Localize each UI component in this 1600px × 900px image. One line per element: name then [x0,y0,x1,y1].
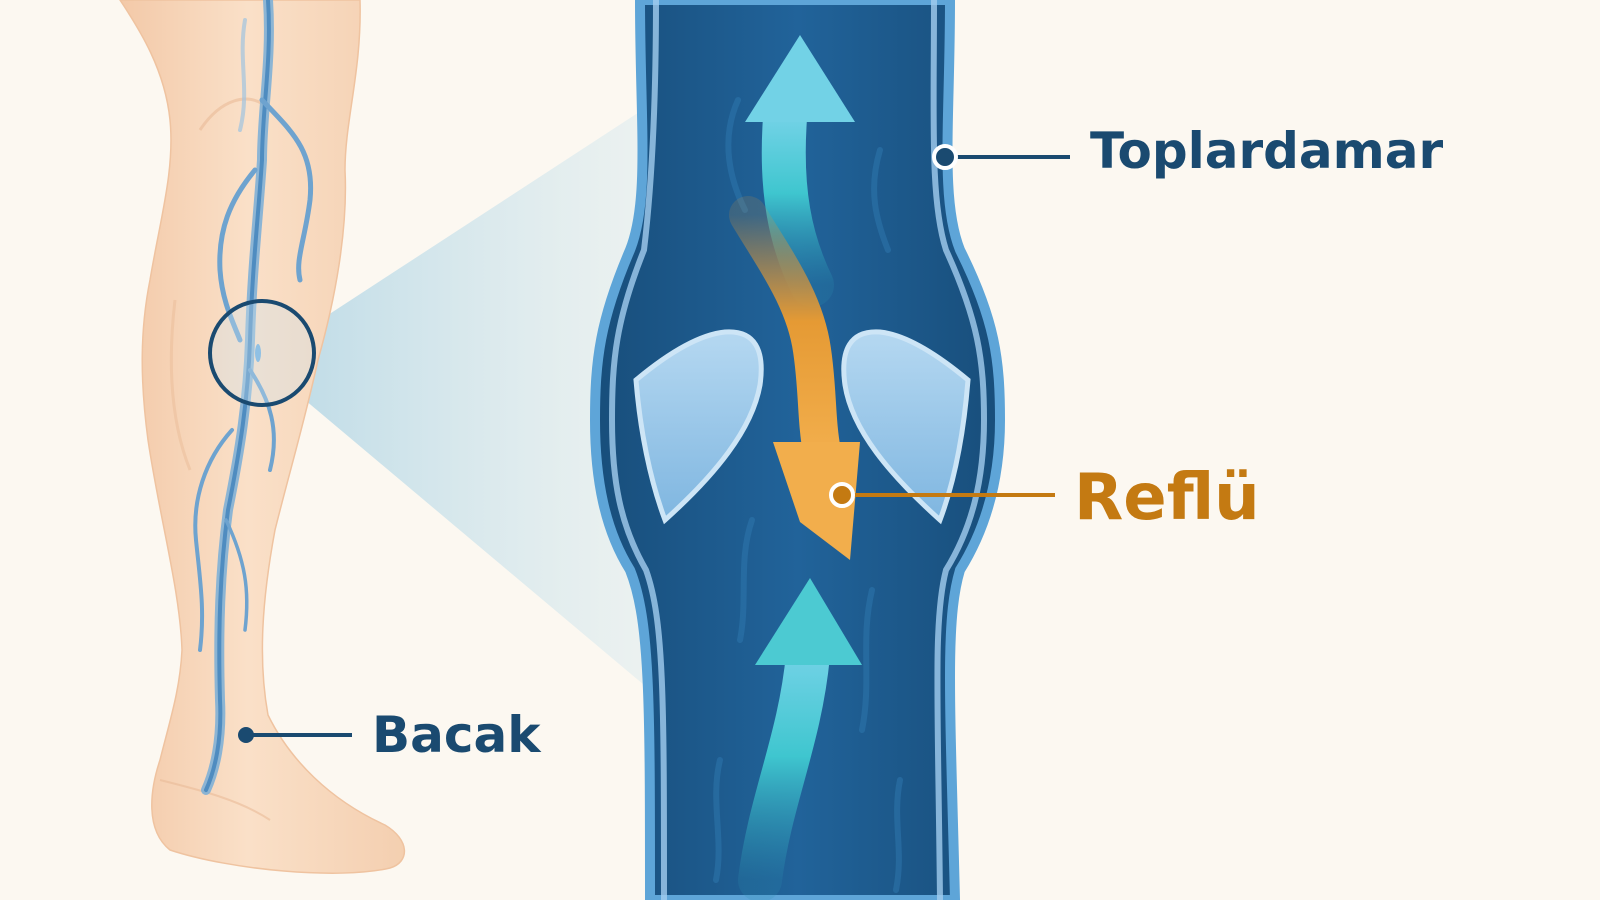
zoom-cone [305,105,650,690]
upward-flow-arrow-bottom [738,578,862,900]
leg-veins [193,0,314,795]
leg [119,0,406,874]
label-leg: Bacak [372,706,541,764]
upward-flow-arrow-top [745,35,855,307]
callout-reflux [829,482,1055,508]
callout-vein [932,144,1070,170]
reflux-arrow [729,196,860,560]
label-vein: Toplardamar [1090,122,1444,180]
magnifier-circle [208,299,316,407]
valve-left [633,329,764,525]
callout-leg [238,727,352,743]
label-reflux: Reflü [1074,461,1260,535]
valve-right [841,329,971,525]
